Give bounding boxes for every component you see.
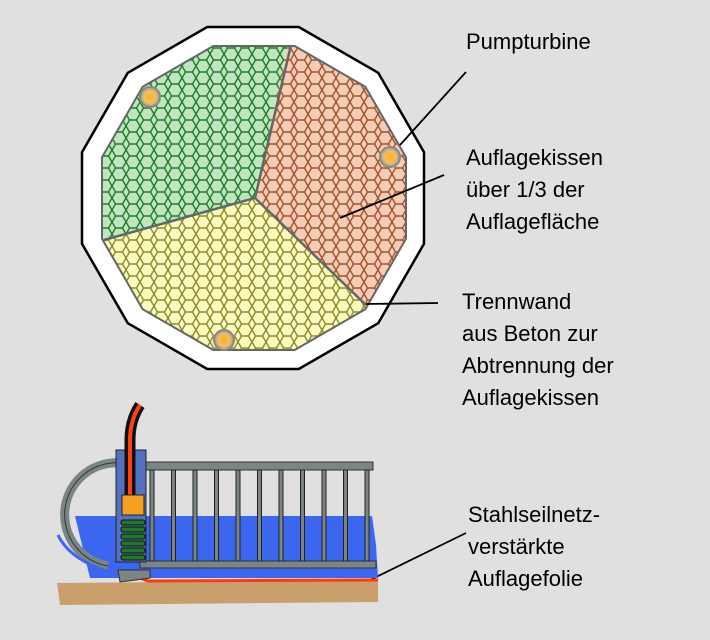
concrete-dividers (103, 44, 367, 306)
cage-bar (257, 469, 262, 562)
label-line: Auflagefläche (466, 209, 600, 234)
pump-coil (120, 554, 146, 561)
cushion-sectors (102, 46, 406, 350)
cage-bar (364, 469, 370, 562)
label-foil: Stahlseilnetz- verstärkte Auflagefolie (468, 499, 600, 595)
cage-bar (149, 469, 155, 562)
bottom-rail (139, 560, 377, 569)
cage-bar (192, 469, 198, 562)
cage-bar (214, 469, 219, 562)
ground (57, 580, 378, 605)
leader-lines (339, 71, 467, 581)
label-line: Auflagekissen (466, 145, 603, 170)
label-line: Trennwand (462, 289, 572, 314)
label-line: Auflagekissen (462, 385, 599, 410)
cross-section (56, 401, 379, 605)
cage-bar (171, 469, 176, 562)
cage-bar (321, 469, 327, 562)
label-line: Auflagefolie (468, 566, 583, 591)
pump-coil (120, 533, 146, 540)
pump-coil (120, 526, 146, 533)
cage-bar (300, 469, 305, 562)
pump-turbine-dot (139, 86, 161, 108)
label-cushion: Auflagekissen über 1/3 der Auflagefläche (466, 142, 603, 238)
label-line: Abtrennung der (462, 353, 614, 378)
pump-coil (120, 540, 146, 547)
label-wall: Trennwand aus Beton zur Abtrennung der A… (462, 286, 614, 414)
label-line: über 1/3 der (466, 177, 585, 202)
pump-turbine-dot (213, 329, 235, 351)
pump-motor (121, 494, 145, 516)
foil-line (139, 576, 379, 583)
label-line: verstärkte (468, 534, 565, 559)
cage-bar (278, 469, 284, 562)
cage-bar (235, 469, 241, 562)
pump-turbine-dot (379, 146, 401, 168)
inner-boundary (101, 45, 407, 351)
label-line: Stahlseilnetz- (468, 502, 601, 527)
top-rail (139, 461, 374, 471)
pump-coil (120, 519, 146, 526)
label-line: aus Beton zur (462, 321, 598, 346)
cage-bar (343, 469, 348, 562)
pump-coil (120, 547, 146, 554)
label-pump-turbine: Pumpturbine (466, 29, 591, 54)
